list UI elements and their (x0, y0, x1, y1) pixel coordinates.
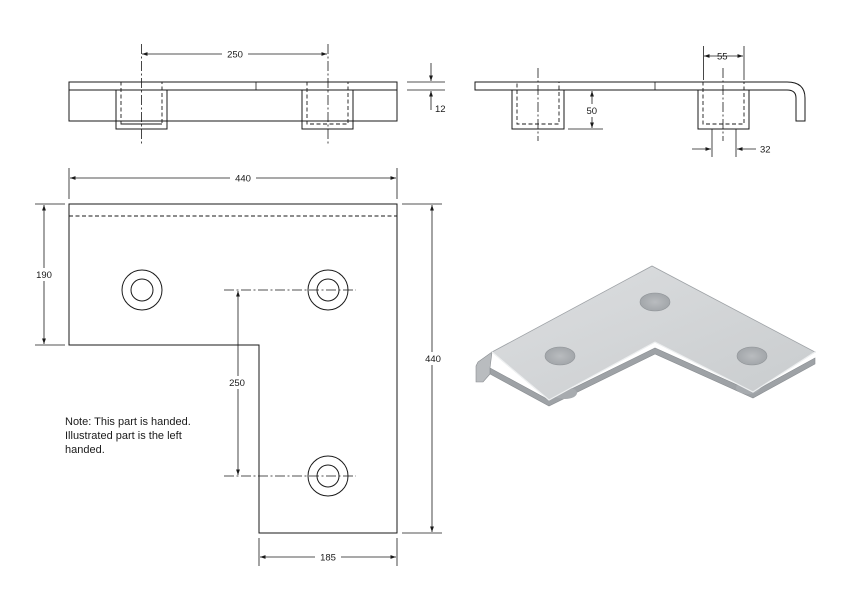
handedness-note: Note: This part is handed. Illustrated p… (65, 415, 191, 457)
plan-l-plate-outline (68, 203, 398, 534)
dim-side-hole-offset: 55 (717, 52, 728, 63)
dim-vertical-hole-spacing: 250 (229, 378, 245, 389)
front-right-channel (301, 89, 354, 130)
dim-leg-width: 190 (36, 270, 52, 281)
plan-view: 440 190 440 250 185 (33, 168, 444, 566)
front-plate-body (68, 89, 398, 122)
dim-bottom-leg-width: 185 (320, 553, 336, 564)
note-line-1: Note: This part is handed. (65, 416, 191, 428)
side-right-channel (697, 89, 750, 130)
render-lip (475, 351, 493, 383)
render-hole-right (736, 346, 768, 366)
plan-hole-top-left (121, 269, 163, 311)
dim-top-hole-spacing: 250 (227, 50, 243, 61)
note-line-2: Illustrated part is the left (65, 430, 182, 442)
dim-overall-width: 440 (235, 174, 251, 185)
render-hole-corner (639, 292, 671, 312)
side-elevation-view: 55 50 32 (474, 46, 806, 157)
render-hole-left (544, 346, 576, 366)
side-plate-with-lip (474, 81, 806, 122)
dim-channel-width: 32 (760, 145, 771, 156)
front-elevation-view: 250 12 (68, 44, 446, 146)
dim-overall-height: 440 (425, 354, 441, 365)
note-line-3: handed. (65, 444, 105, 456)
render-top-face (491, 265, 816, 401)
isometric-render (475, 265, 816, 407)
dim-channel-depth: 50 (587, 106, 598, 117)
dim-plate-thickness: 12 (435, 104, 446, 115)
